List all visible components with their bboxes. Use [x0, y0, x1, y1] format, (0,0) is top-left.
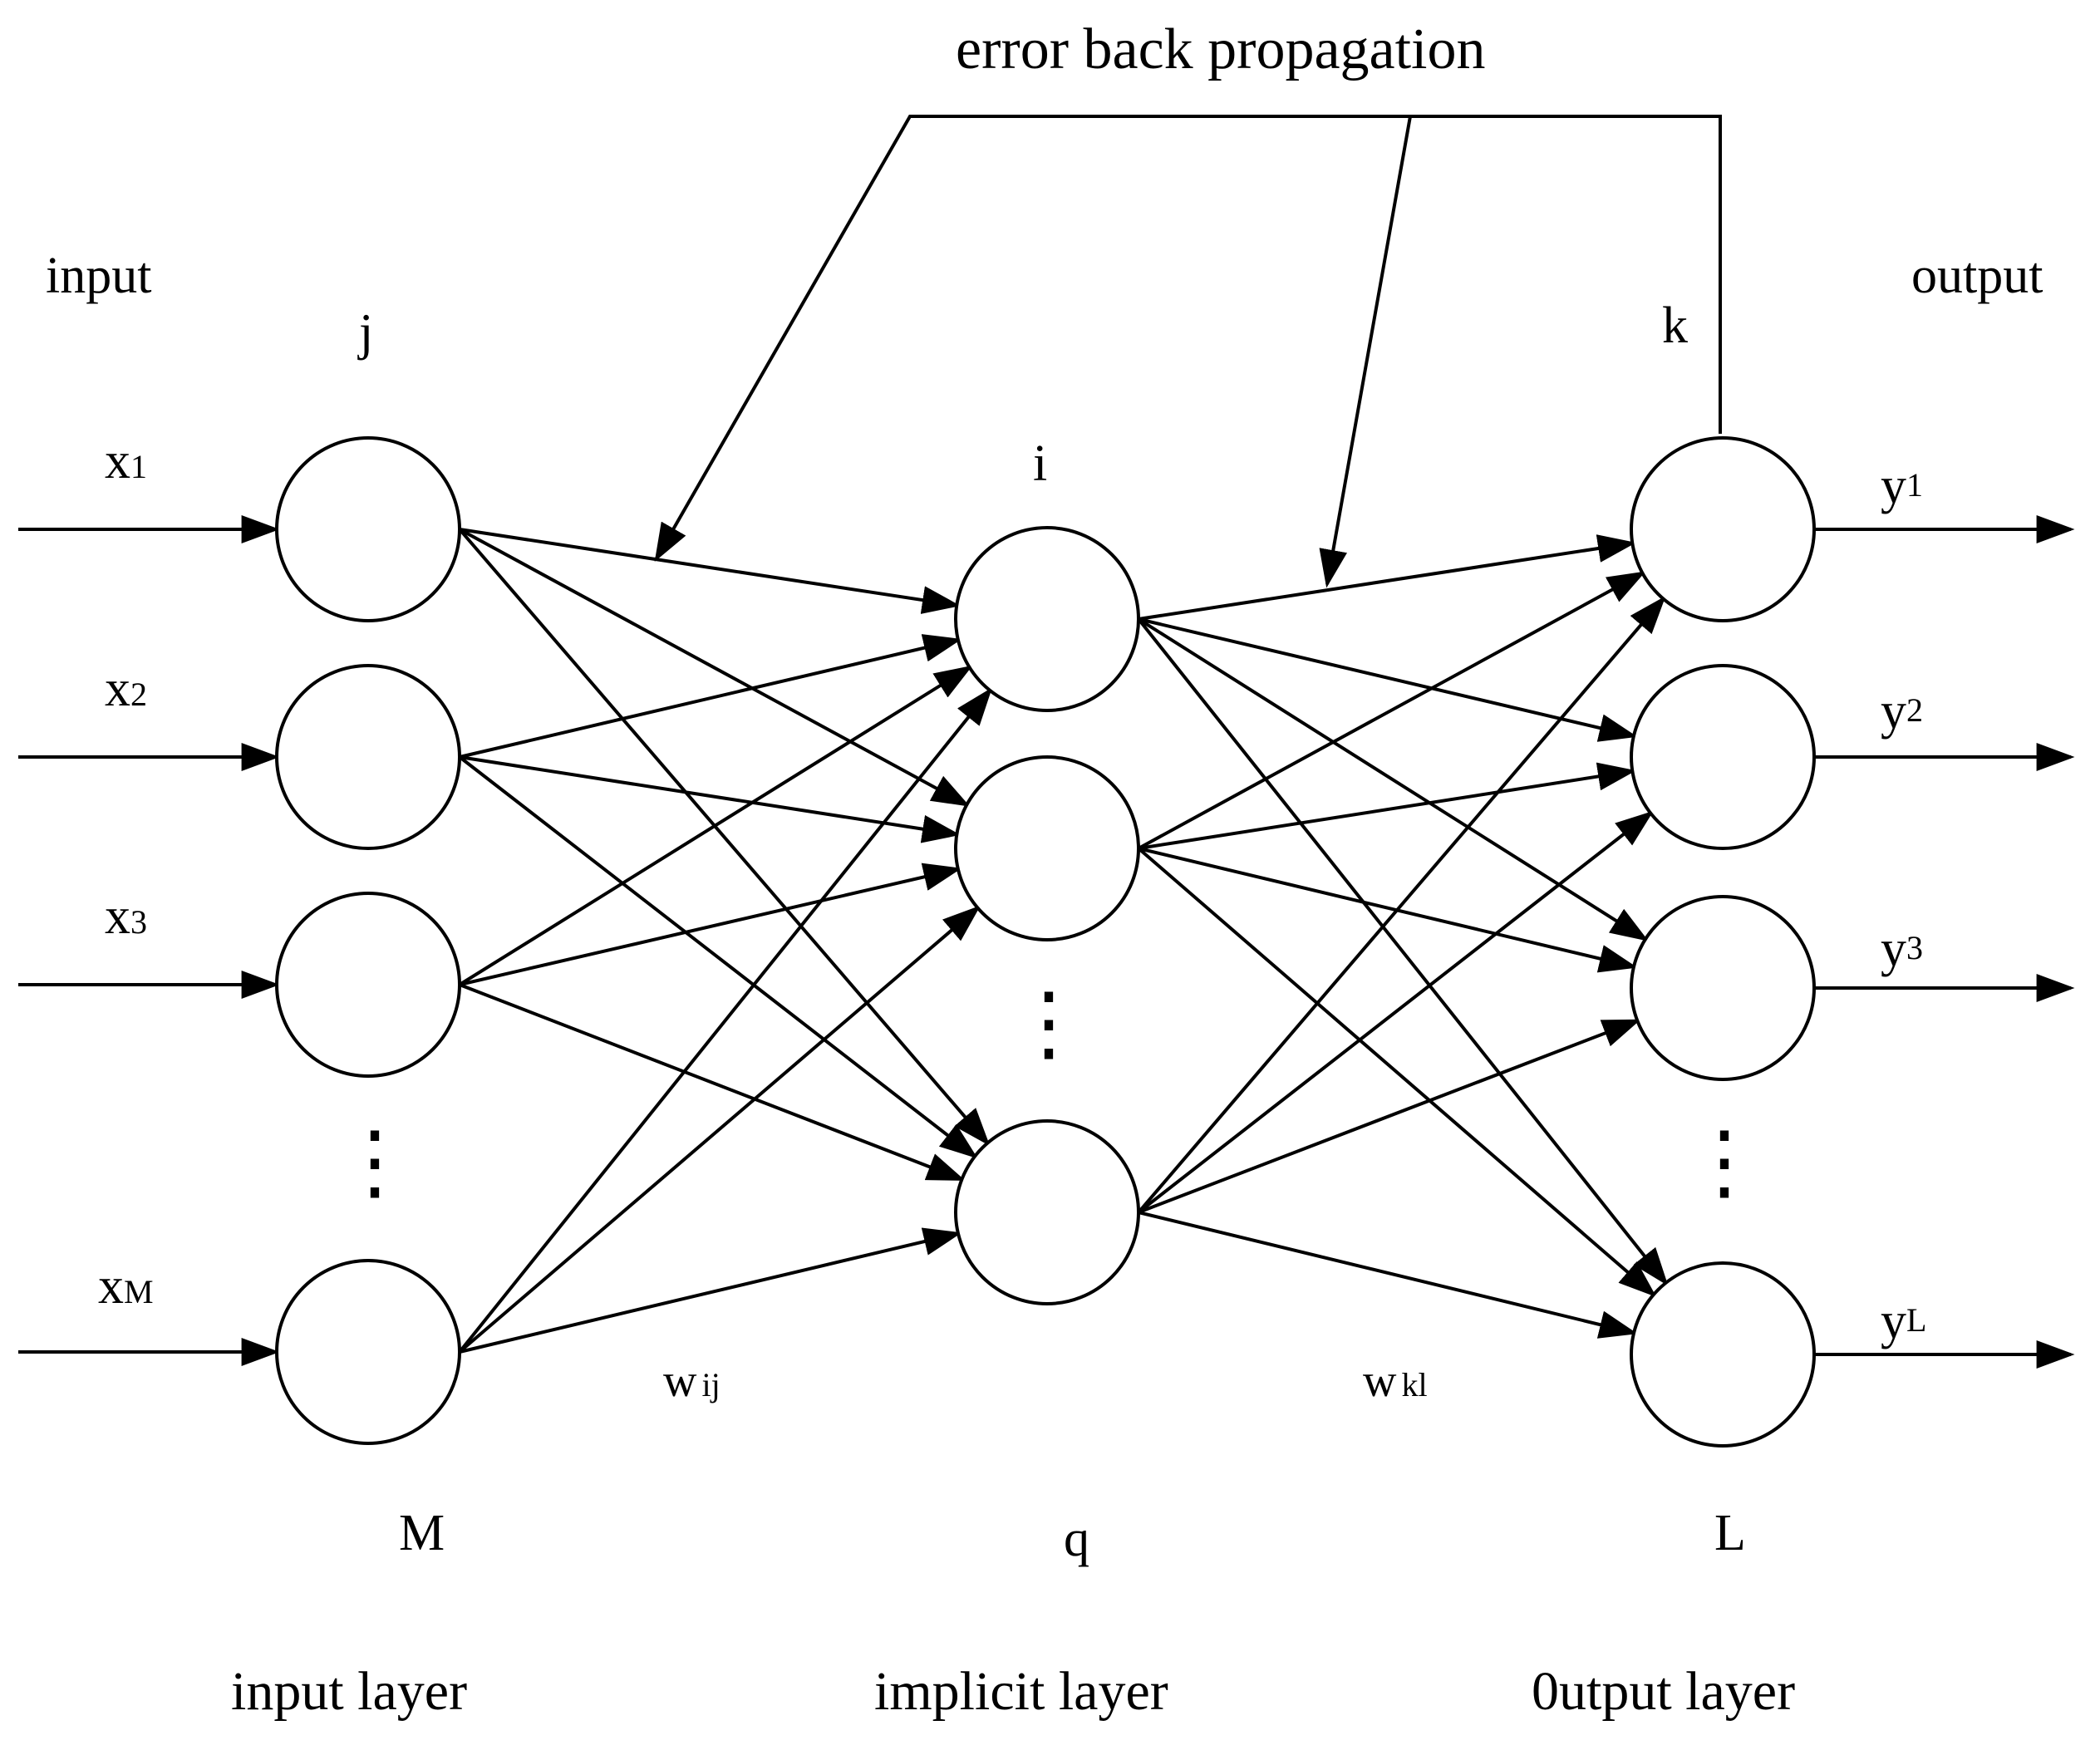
output-y1-label: y1: [1881, 458, 1923, 514]
input-implicit-edge-3-3: [459, 983, 966, 1182]
implicit-layer-count: q: [1064, 1511, 1089, 1567]
output-layer-name: 0utput layer: [1532, 1661, 1795, 1722]
input-arrows: [18, 515, 280, 1366]
output-layer-nodes: [1630, 436, 1816, 1448]
input-node-2: [275, 664, 461, 850]
implicit-output-edge-2-4: [1137, 847, 1657, 1297]
input-implicit-edge-4-3: [459, 1227, 962, 1354]
implicit-node-1: [954, 526, 1140, 712]
input-xM-label: xM: [98, 1258, 154, 1315]
output-yL-label: yL: [1881, 1293, 1926, 1349]
input-node-3: [275, 892, 461, 1078]
implicit-node-2: [954, 755, 1140, 941]
output-node-1: [1630, 436, 1816, 622]
input-implicit-edge-4-1: [458, 687, 993, 1354]
input-x1-label: x1: [105, 433, 147, 489]
implicit-layer-index: i: [1033, 435, 1047, 492]
input-layer-count: M: [399, 1505, 445, 1561]
implicit-output-edge-3-2: [1137, 810, 1654, 1214]
output-label: output: [1911, 248, 2043, 304]
input-implicit-edge-1-2: [459, 528, 971, 807]
input-node-M: [275, 1259, 461, 1445]
implicit-node-q: [954, 1119, 1140, 1305]
output-arrows: [1814, 515, 2075, 1369]
input-label: input: [46, 248, 151, 304]
implicit-output-edge-1-3: [1137, 617, 1649, 941]
output-layer-index: k: [1662, 297, 1688, 354]
error-back-propagation-path: [654, 115, 1722, 588]
implicit-layer-name: implicit layer: [874, 1661, 1168, 1722]
output-node-2: [1630, 664, 1816, 850]
input-layer-name: input layer: [231, 1661, 467, 1722]
input-layer-nodes: [275, 436, 461, 1445]
output-layer-count: L: [1714, 1505, 1746, 1561]
input-x2-label: x2: [105, 661, 147, 717]
input-implicit-edge-4-2: [458, 905, 981, 1354]
implicit-layer-nodes: [954, 526, 1140, 1305]
implicit-output-edge-1-4: [1137, 617, 1669, 1286]
feedback-bracket-line: [654, 115, 1722, 562]
input-layer-index: j: [357, 304, 373, 361]
connection-edges: [458, 528, 1669, 1354]
input-implicit-edge-1-3: [458, 528, 991, 1147]
input-implicit-edge-3-2: [459, 863, 962, 986]
input-implicit-edge-2-3: [458, 755, 978, 1159]
feedback-arrow-to-output-weights: [1319, 116, 1412, 588]
implicit-output-edge-2-3: [1138, 847, 1638, 973]
input-layer-ellipsis: ⋮: [333, 1116, 416, 1208]
implicit-output-edge-2-2: [1138, 762, 1636, 850]
input-node-1: [275, 436, 461, 622]
input-implicit-edge-2-1: [459, 634, 962, 759]
input-implicit-edge-3-1: [458, 665, 973, 986]
implicit-output-edge-3-4: [1138, 1211, 1638, 1339]
input-implicit-edge-1-1: [459, 528, 961, 614]
implicit-output-edge-3-3: [1138, 1019, 1641, 1214]
implicit-output-edge-1-1: [1138, 534, 1636, 621]
implicit-output-edge-1-2: [1138, 617, 1638, 742]
input-implicit-edge-2-2: [459, 755, 961, 843]
output-y2-label: y2: [1881, 683, 1923, 740]
implicit-output-edge-3-1: [1137, 596, 1666, 1214]
error-back-propagation-label: error back propagation: [956, 17, 1486, 81]
implicit-output-edge-2-1: [1138, 571, 1646, 850]
output-y3-label: y3: [1881, 921, 1923, 977]
output-node-L: [1630, 1261, 1816, 1448]
implicit-layer-ellipsis: ⋮: [1007, 977, 1090, 1069]
output-layer-ellipsis: ⋮: [1683, 1116, 1766, 1208]
input-x3-label: x3: [105, 888, 147, 945]
output-node-3: [1630, 895, 1816, 1081]
